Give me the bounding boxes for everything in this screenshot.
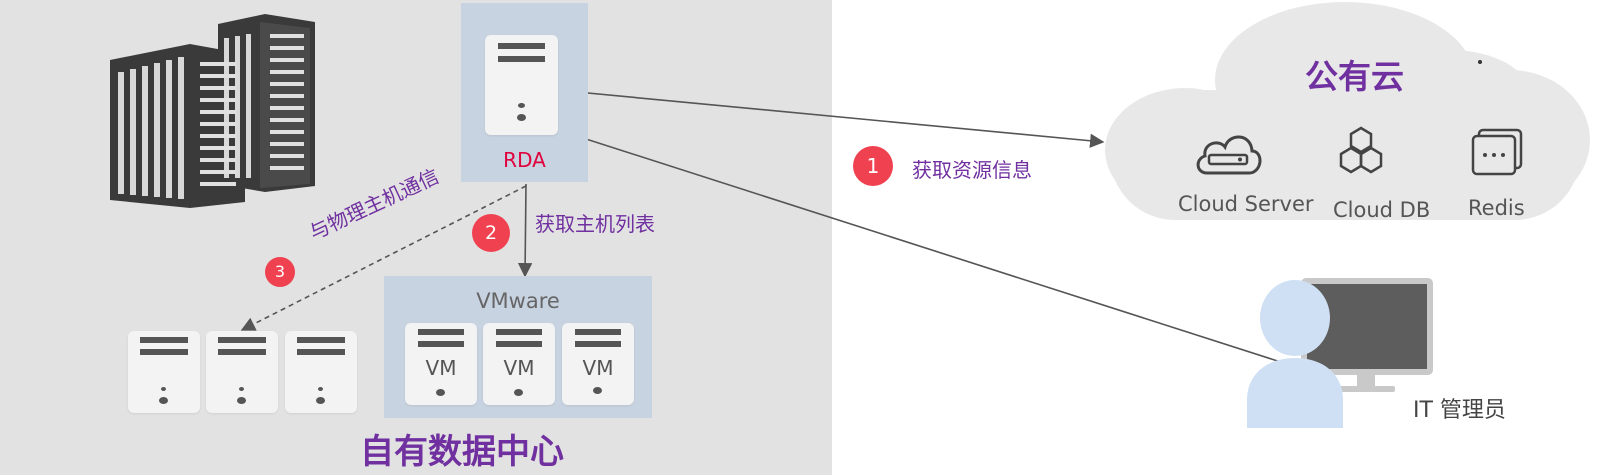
- it-admin-icon: [1247, 278, 1433, 428]
- building-icon: [110, 14, 315, 208]
- step-2-badge: 2: [472, 214, 510, 252]
- physical-host-1: [128, 331, 200, 413]
- it-admin-label: IT 管理员: [1413, 398, 1506, 423]
- cloud-server-label: Cloud Server: [1178, 192, 1314, 216]
- redis-icon: [1471, 128, 1523, 176]
- step-2-label: 获取主机列表: [535, 212, 655, 236]
- arrow-rda-to-cloud: [555, 89, 1105, 148]
- step-1-badge: 1: [853, 146, 893, 186]
- rda-label: RDA: [503, 148, 546, 172]
- vm-label: VM: [503, 356, 535, 380]
- vm-server-3: VM: [562, 323, 634, 405]
- cloud-server-icon: [1196, 135, 1262, 175]
- cloud-db-label: Cloud DB: [1333, 198, 1431, 222]
- line-rda-to-admin: [557, 129, 1291, 366]
- cloud-db-icon: [1339, 126, 1383, 174]
- vm-server-1: VM: [405, 323, 477, 405]
- vm-label: VM: [425, 356, 457, 380]
- physical-host-3: [285, 331, 357, 413]
- datacenter-title: 自有数据中心: [360, 432, 564, 472]
- vm-server-2: VM: [483, 323, 555, 405]
- physical-host-2: [206, 331, 278, 413]
- vm-label: VM: [582, 356, 614, 380]
- public-cloud-shape: [1105, 2, 1590, 220]
- rda-server-icon: [485, 35, 558, 135]
- redis-label: Redis: [1468, 196, 1525, 220]
- step-3-badge: 3: [265, 257, 295, 287]
- arrow-rda-to-hosts: [240, 185, 527, 331]
- arrow-rda-to-vmware: [517, 183, 533, 278]
- cloud-dot: [1478, 60, 1482, 64]
- cloud-title: 公有云: [1305, 57, 1404, 96]
- step-1-label: 获取资源信息: [912, 158, 1032, 182]
- vmware-label: VMware: [476, 289, 560, 313]
